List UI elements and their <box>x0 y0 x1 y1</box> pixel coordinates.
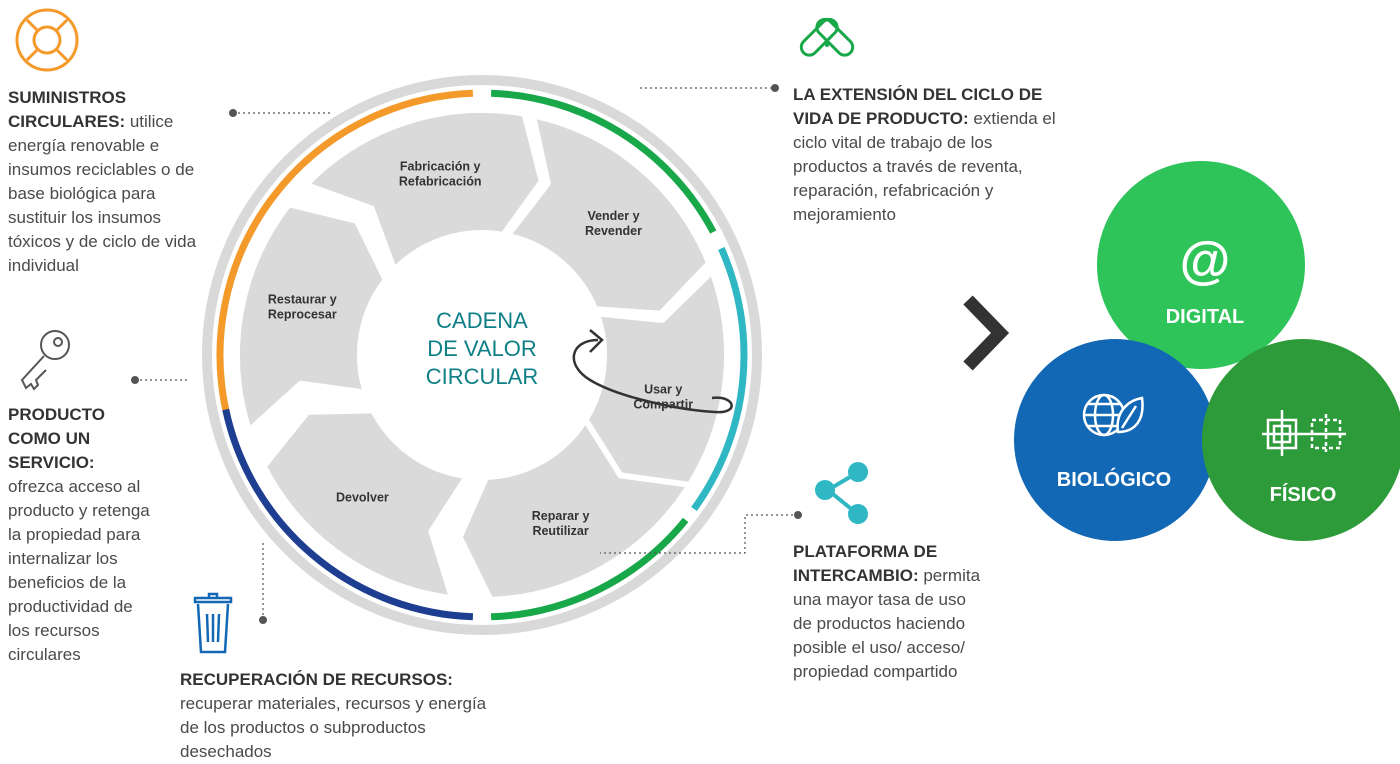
cycle-segment-label: Restaurar y <box>268 292 337 306</box>
recuperacion-text: RECUPERACIÓN DE RECURSOS: recuperar mate… <box>180 668 505 764</box>
cycle-segment <box>302 107 545 274</box>
biologico-label: BIOLÓGICO <box>1057 467 1171 491</box>
cycle-segment-label: Reutilizar <box>532 524 588 538</box>
digital-symbol: @ <box>1180 232 1231 290</box>
center-title-line-3: CIRCULAR <box>426 364 538 389</box>
producto-body: ofrezca acceso al producto y retenga la … <box>8 477 150 664</box>
globe-leaf-icon <box>1082 393 1144 437</box>
trash-bin-icon <box>193 592 233 654</box>
fisico-label: FÍSICO <box>1270 483 1337 506</box>
cycle-segment-label: Refabricación <box>399 174 482 188</box>
frame-icon <box>1262 410 1346 456</box>
digital-circle <box>1097 161 1305 369</box>
fisico-circle <box>1202 339 1400 541</box>
cycle-segment-label: Reparar y <box>532 509 590 523</box>
connector-dots <box>131 84 802 624</box>
digital-label: DIGITAL <box>1166 306 1245 328</box>
cycle-segment <box>260 407 471 602</box>
outer-gray-ring <box>202 75 762 635</box>
center-title-line-1: CADENA <box>436 308 528 333</box>
share-icon <box>815 462 868 524</box>
producto-title: PRODUCTO COMO UN SERVICIO: <box>8 405 105 472</box>
cycle-segment-label: Fabricación y <box>400 159 481 173</box>
plataforma-arc <box>691 246 748 512</box>
producto-arc <box>222 408 474 621</box>
bandage-icon <box>799 17 855 57</box>
plataforma-title: PLATAFORMA DE INTERCAMBIO: <box>793 542 938 585</box>
cycle-segment <box>234 201 389 434</box>
lifebuoy-icon <box>15 8 79 72</box>
connector-lines <box>135 87 798 620</box>
center-title-line-2: DE VALOR <box>427 336 537 361</box>
producto-text: PRODUCTO COMO UN SERVICIO: ofrezca acces… <box>8 403 153 667</box>
cycle-segment-label: Revender <box>585 224 642 238</box>
biologico-circle <box>1014 339 1216 541</box>
cycle-segment-label: Reprocesar <box>268 307 337 321</box>
swirl-arrow-icon <box>572 329 733 414</box>
suministros-text: SUMINISTROS CIRCULARES: utilice energía … <box>8 86 208 278</box>
recuperacion-gray-arc <box>202 364 213 394</box>
cycle-segment <box>504 112 713 317</box>
suministros-arc <box>216 89 474 415</box>
cycle-segment <box>456 416 693 603</box>
suministros-body: utilice energía renovable e insumos reci… <box>8 112 197 275</box>
chevron-right-icon <box>963 295 1010 371</box>
cycle-segment-label: Usar y <box>644 382 682 396</box>
suministros-title: SUMINISTROS CIRCULARES: <box>8 88 127 131</box>
key-icon <box>20 330 70 391</box>
extension-arc-lower <box>490 517 689 621</box>
center-circle <box>364 237 600 473</box>
extension-arc <box>490 89 717 234</box>
plataforma-text: PLATAFORMA DE INTERCAMBIO: permita una m… <box>793 540 983 684</box>
extension-body: extienda el ciclo vital de trabajo de lo… <box>793 109 1056 224</box>
extension-text: LA EXTENSIÓN DEL CICLO DE VIDA DE PRODUC… <box>793 83 1063 227</box>
cycle-segment-label: Devolver <box>336 491 389 505</box>
extension-title: LA EXTENSIÓN DEL CICLO DE VIDA DE PRODUC… <box>793 85 1043 128</box>
recuperacion-body: recuperar materiales, recursos y energía… <box>180 694 487 761</box>
cycle-segment-label: Vender y <box>587 209 639 223</box>
recuperacion-title: RECUPERACIÓN DE RECURSOS: <box>180 670 453 689</box>
plataforma-body: permita una mayor tasa de uso de product… <box>793 566 981 681</box>
